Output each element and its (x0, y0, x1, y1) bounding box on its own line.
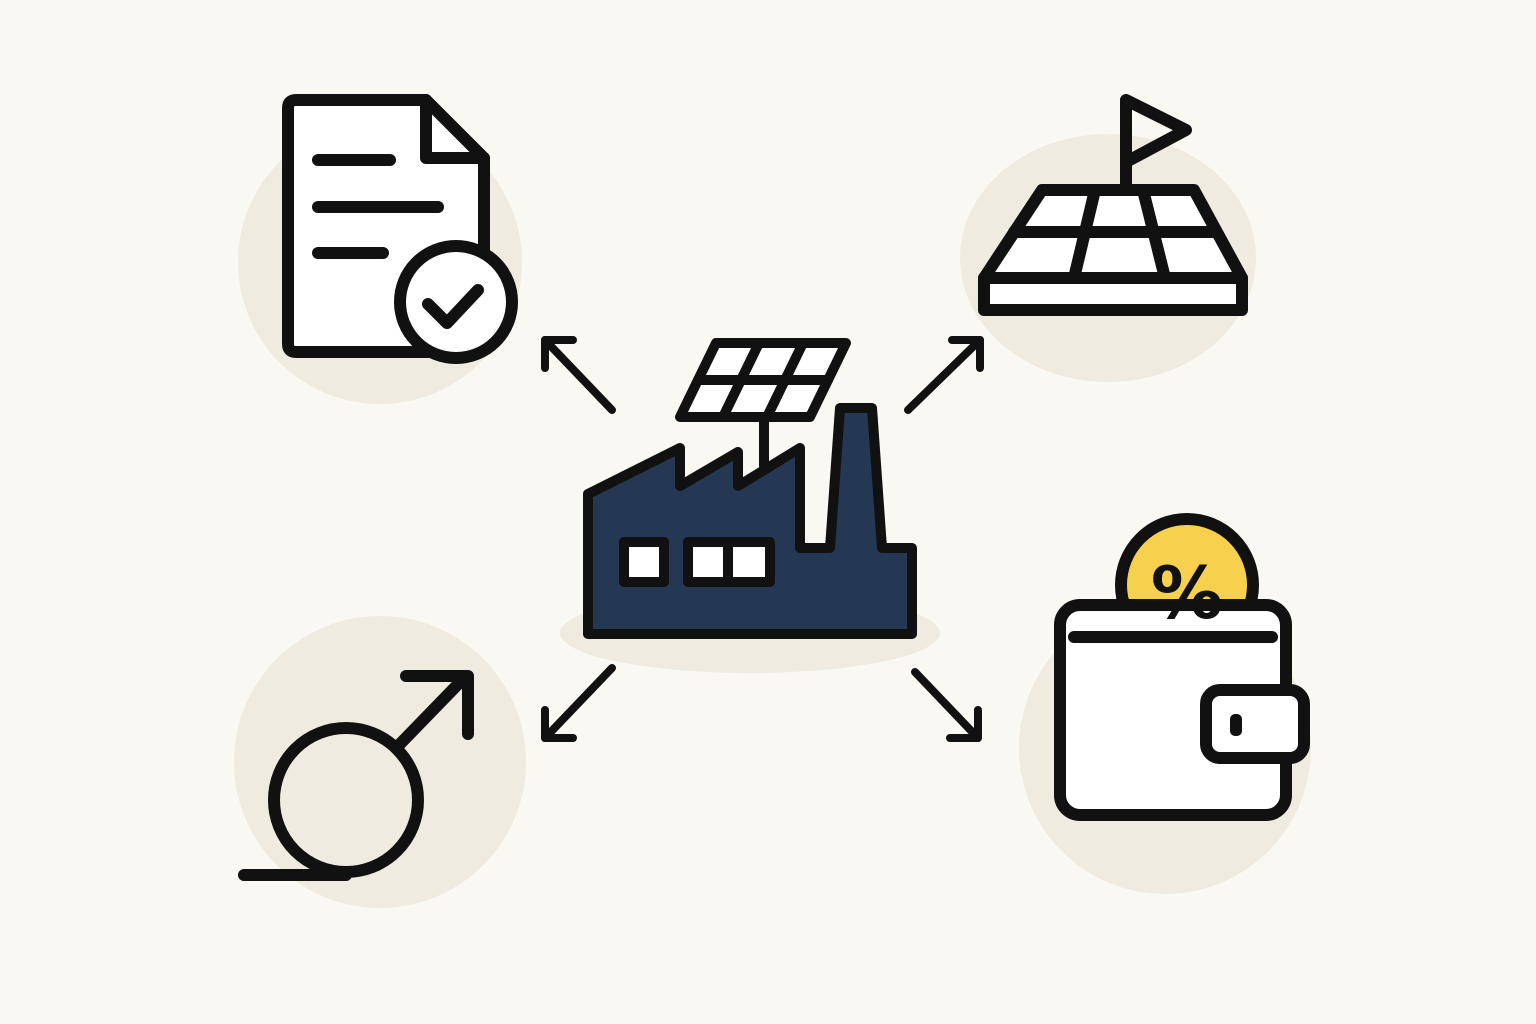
solar-grid-col-2 (762, 338, 808, 422)
document-fold (420, 94, 490, 164)
growth-arrow-head (400, 670, 474, 740)
approval-badge (394, 240, 518, 364)
factory-window-2 (683, 537, 733, 587)
arrow-to-land (904, 336, 984, 414)
coin-percent-symbol: % (1151, 551, 1223, 635)
check-icon (422, 284, 484, 329)
connector-arrows (541, 336, 984, 742)
plot-col-1 (1068, 184, 1101, 284)
wallet-with-percent-coin-icon: % (1054, 513, 1310, 821)
wallet-clasp (1200, 684, 1310, 764)
growth-arrow-shaft (394, 670, 472, 750)
plot-col-2 (1137, 184, 1171, 284)
plot-base (978, 272, 1248, 316)
factory-with-solar-panel-icon (583, 338, 917, 639)
land-plot-with-flag-icon (978, 94, 1248, 316)
arrow-to-document (541, 336, 616, 414)
wallet-clasp-button (1230, 714, 1242, 736)
solar-grid-col-1 (718, 338, 764, 422)
factory-window-3 (723, 537, 775, 587)
arrow-to-tax (911, 668, 982, 742)
approved-document-icon (282, 94, 518, 364)
arrow-to-growth (541, 664, 616, 742)
flag-icon (1120, 94, 1192, 222)
circle-with-arrow-icon (238, 670, 474, 881)
factory-window-1 (619, 537, 669, 587)
